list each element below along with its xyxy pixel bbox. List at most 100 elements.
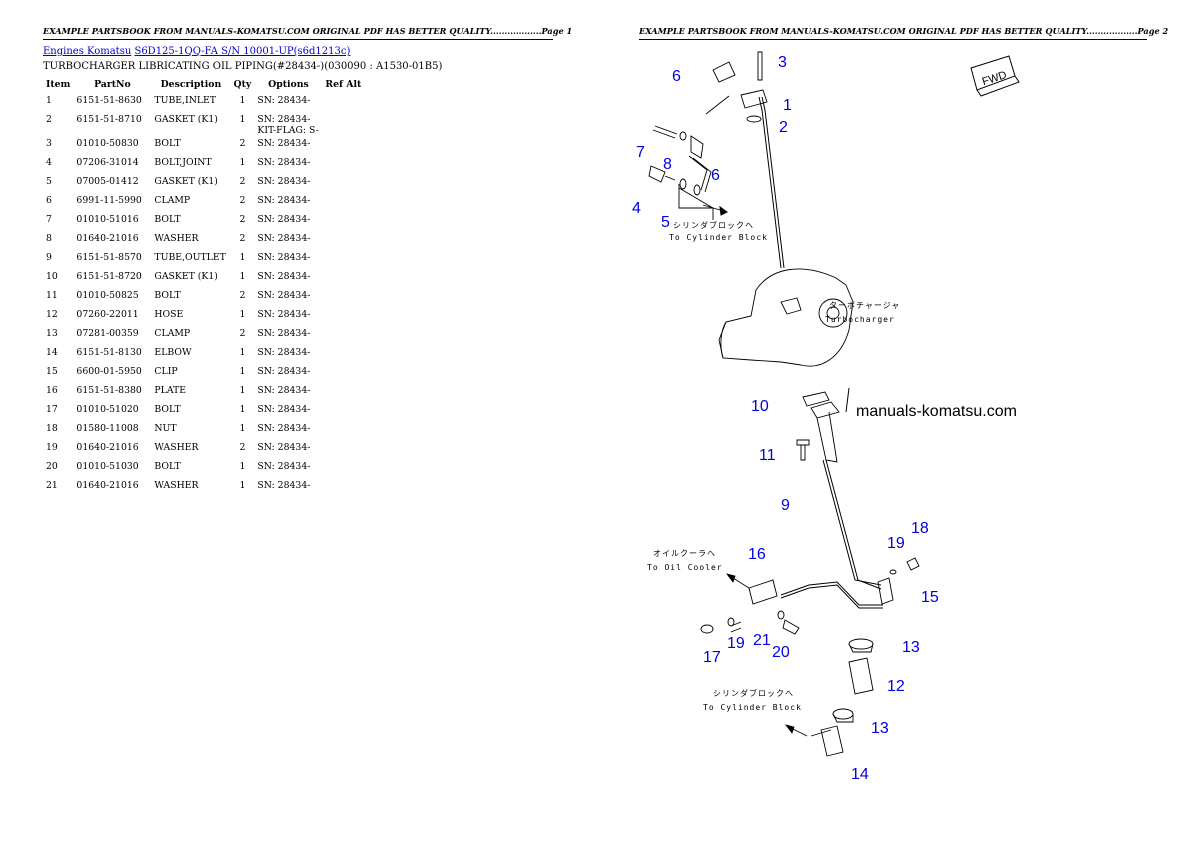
cell-item: 13 bbox=[43, 326, 73, 345]
callout-13-lower: 13 bbox=[871, 720, 889, 737]
cell-refalt bbox=[322, 383, 364, 402]
breadcrumb-link-model[interactable]: S6D125-1QQ-FA S/N 10001-UP(s6d1213c) bbox=[134, 46, 351, 57]
parts-diagram: FWD シリンダブロックへ To Cylinder Block ターボチャージャ… bbox=[632, 51, 1020, 783]
cell-qty: 1 bbox=[230, 112, 254, 136]
callout-20: 20 bbox=[772, 644, 790, 661]
cell-description-text: CLIP bbox=[154, 366, 178, 377]
cell-description: WASHER bbox=[151, 440, 230, 459]
cell-item: 4 bbox=[43, 155, 73, 174]
cell-refalt bbox=[322, 193, 364, 212]
cell-refalt bbox=[322, 345, 364, 364]
cell-qty-text: 2 bbox=[239, 290, 246, 301]
cell-description-text: ELBOW bbox=[154, 347, 192, 358]
callout-4: 4 bbox=[632, 200, 641, 217]
cell-refalt bbox=[322, 326, 364, 345]
cell-options-text: SN: 28434- bbox=[257, 271, 311, 282]
cell-item: 9 bbox=[43, 250, 73, 269]
cell-partno: 07281-00359 bbox=[73, 326, 151, 345]
cell-item: 2 bbox=[43, 112, 73, 136]
callout-17: 17 bbox=[703, 649, 721, 666]
cell-options-text: SN: 28434- bbox=[257, 290, 311, 301]
callout-3: 3 bbox=[778, 54, 787, 71]
cell-partno: 6151-51-8570 bbox=[73, 250, 151, 269]
cell-partno: 01640-21016 bbox=[73, 478, 151, 497]
turbocharger-drawing bbox=[718, 268, 854, 367]
cell-options-text: SN: 28434- bbox=[257, 385, 311, 396]
cell-description-text: CLAMP bbox=[154, 195, 191, 206]
cell-qty: 1 bbox=[230, 421, 254, 440]
cell-item-text: 7 bbox=[46, 214, 52, 225]
parts-table: Item PartNo Description Qty Options Ref … bbox=[43, 76, 364, 497]
upper-fittings-drawing bbox=[648, 51, 768, 220]
cell-description-text: GASKET (K1) bbox=[154, 271, 218, 282]
cell-item-text: 13 bbox=[46, 328, 58, 339]
callout-5: 5 bbox=[661, 214, 670, 231]
callout-12: 12 bbox=[887, 678, 905, 695]
cell-qty-text: 1 bbox=[239, 271, 246, 282]
cell-partno: 01010-51016 bbox=[73, 212, 151, 231]
cell-partno-text: 01640-21016 bbox=[76, 233, 139, 244]
callout-19-right: 19 bbox=[887, 535, 905, 552]
cell-description-text: TUBE,INLET bbox=[154, 95, 216, 106]
page-header-left: EXAMPLE PARTSBOOK FROM MANUALS-KOMATSU.C… bbox=[43, 26, 572, 40]
cell-partno-text: 01640-21016 bbox=[76, 480, 139, 491]
cell-options-text: SN: 28434- bbox=[257, 347, 311, 358]
note-oil-cooler-jp: オイルクーラへ bbox=[653, 549, 716, 558]
cell-item-text: 11 bbox=[46, 290, 58, 301]
cell-qty: 1 bbox=[230, 345, 254, 364]
cell-item-text: 8 bbox=[46, 233, 52, 244]
cell-qty-text: 1 bbox=[239, 423, 246, 434]
cell-description: BOLT bbox=[151, 136, 230, 155]
callout-6-mid: 6 bbox=[711, 167, 720, 184]
cell-item: 3 bbox=[43, 136, 73, 155]
cell-item-text: 12 bbox=[46, 309, 58, 320]
cell-partno-text: 01010-51030 bbox=[76, 461, 139, 472]
cell-description: ELBOW bbox=[151, 345, 230, 364]
callout-10: 10 bbox=[751, 398, 769, 415]
cell-options-text: SN: 28434- bbox=[257, 138, 311, 149]
cell-refalt bbox=[322, 212, 364, 231]
cell-options: SN: 28434- bbox=[254, 326, 322, 345]
cell-options: SN: 28434- bbox=[254, 174, 322, 193]
cell-options-text: SN: 28434- bbox=[257, 195, 311, 206]
cell-partno: 01640-21016 bbox=[73, 231, 151, 250]
cell-qty: 2 bbox=[230, 288, 254, 307]
col-header-description: Description bbox=[160, 79, 222, 90]
table-header-row: Item PartNo Description Qty Options Ref … bbox=[43, 76, 364, 93]
cell-qty-text: 2 bbox=[239, 214, 246, 225]
cell-partno: 6151-51-8710 bbox=[73, 112, 151, 136]
cell-qty-text: 1 bbox=[239, 309, 246, 320]
callout-19-left: 19 bbox=[727, 635, 745, 652]
cell-item: 7 bbox=[43, 212, 73, 231]
cell-item-text: 21 bbox=[46, 480, 58, 491]
cell-item-text: 15 bbox=[46, 366, 58, 377]
cell-description-text: BOLT bbox=[154, 461, 181, 472]
breadcrumb-link-engines[interactable]: Engines Komatsu bbox=[43, 46, 132, 57]
cell-qty-text: 1 bbox=[239, 95, 246, 106]
cell-item-text: 9 bbox=[46, 252, 52, 263]
cell-qty-text: 1 bbox=[239, 252, 246, 263]
cell-description-text: NUT bbox=[154, 423, 177, 434]
cell-refalt bbox=[322, 112, 364, 136]
cell-refalt bbox=[322, 459, 364, 478]
cell-qty-text: 1 bbox=[239, 385, 246, 396]
cell-partno-text: 07206-31014 bbox=[76, 157, 139, 168]
cell-options-text: SN: 28434- bbox=[257, 95, 311, 106]
cell-description-text: BOLT,JOINT bbox=[154, 157, 212, 168]
left-page: EXAMPLE PARTSBOOK FROM MANUALS-KOMATSU.C… bbox=[43, 26, 572, 497]
cell-qty: 1 bbox=[230, 155, 254, 174]
cell-item: 14 bbox=[43, 345, 73, 364]
outlet-flange-drawing bbox=[796, 391, 840, 463]
cell-description-text: GASKET (K1) bbox=[154, 176, 218, 187]
cell-partno: 01010-51020 bbox=[73, 402, 151, 421]
col-header-qty: Qty bbox=[233, 79, 252, 90]
direction-arrows-lower bbox=[726, 573, 808, 737]
cell-qty-text: 2 bbox=[239, 442, 246, 453]
